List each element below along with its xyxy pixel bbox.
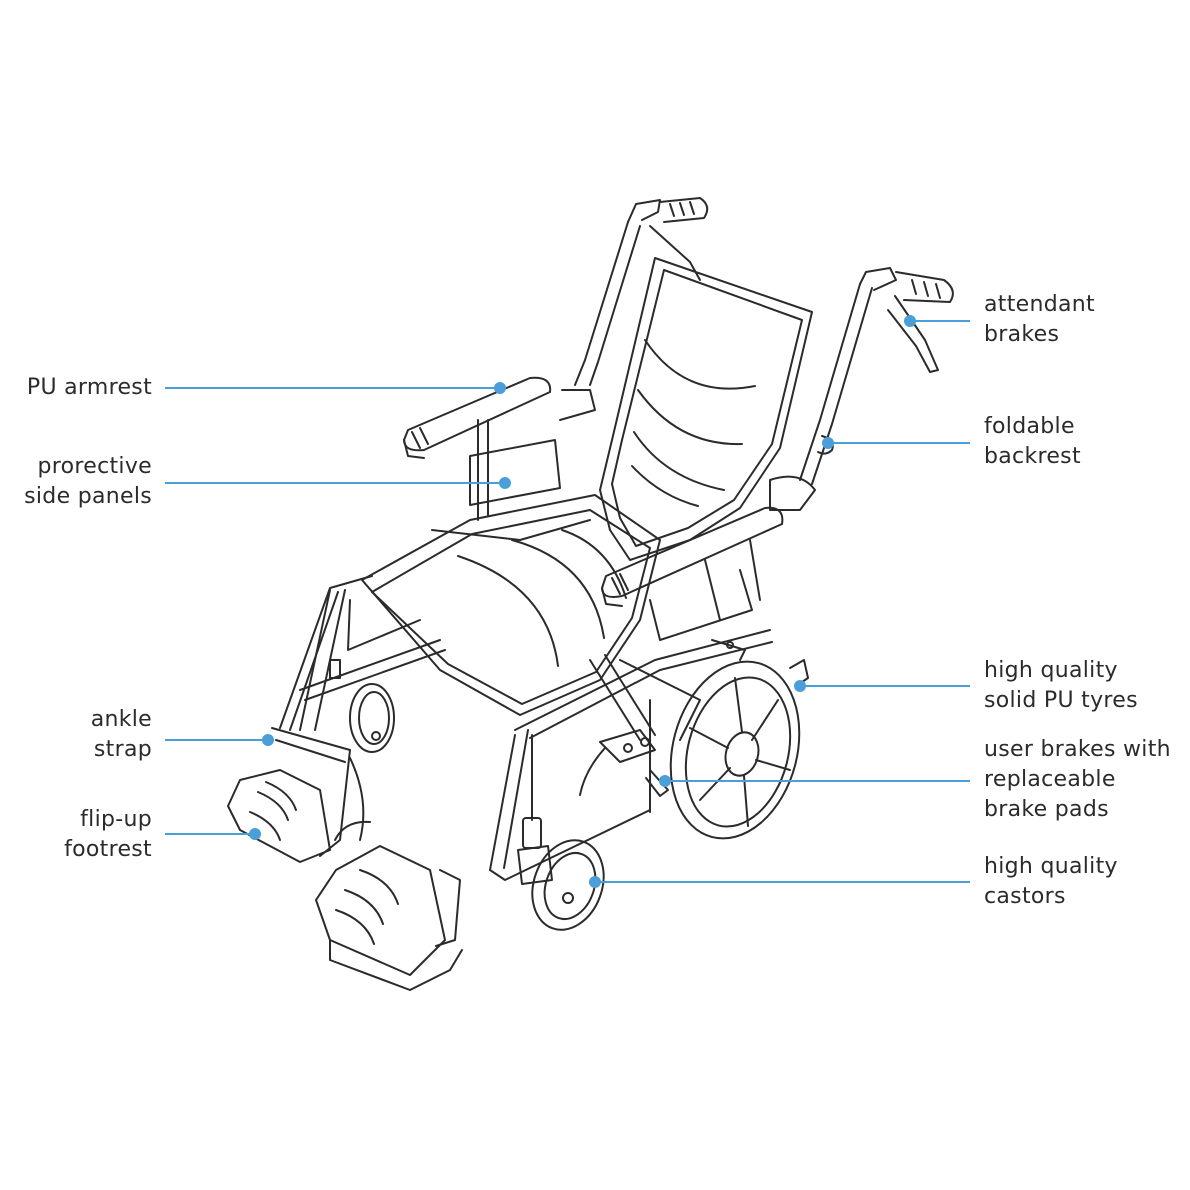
label-user-brakes: user brakes with replaceable brake pads (984, 735, 1171, 825)
label-line: prorective (37, 454, 152, 479)
label-ankle-strap: ankle strap (91, 705, 152, 765)
frame (279, 575, 773, 881)
backrest-frame (574, 197, 954, 485)
label-pu-armrest: PU armrest (27, 373, 152, 403)
label-line: PU armrest (26, 375, 152, 400)
label-line: side panels (24, 484, 152, 509)
callout-dot-side-panels (499, 477, 511, 489)
left-armrest (403, 376, 596, 521)
label-line: backrest (984, 444, 1081, 469)
right-armrest (601, 475, 816, 661)
seat (361, 494, 661, 716)
label-line: foldable (984, 414, 1075, 439)
label-line: attendant (984, 292, 1095, 317)
left-rear-wheel (349, 683, 395, 753)
callout-dot-footrest (249, 828, 261, 840)
callout-dot-pu-armrest (494, 382, 506, 394)
label-backrest: foldable backrest (984, 412, 1081, 472)
label-line: brakes (984, 322, 1060, 347)
callout-dot-user-brakes (659, 775, 671, 787)
label-line: brake pads (984, 797, 1109, 822)
right-footrest (315, 820, 463, 991)
label-line: strap (93, 737, 152, 762)
label-attendant-brakes: attendant brakes (984, 290, 1095, 350)
label-line: castors (984, 884, 1066, 909)
callout-dot-attendant-brakes (904, 315, 916, 327)
callout-lines (165, 315, 970, 888)
callout-dot-castors (589, 876, 601, 888)
label-line: solid PU tyres (984, 688, 1138, 713)
callout-dot-backrest (822, 437, 834, 449)
castor (517, 817, 605, 931)
label-line: high quality (984, 658, 1118, 683)
label-line: footrest (64, 837, 152, 862)
label-line: user brakes with (984, 737, 1171, 762)
label-castors: high quality castors (984, 852, 1118, 912)
right-rear-wheel (669, 659, 809, 840)
label-footrest: flip-up footrest (64, 805, 152, 865)
label-line: high quality (984, 854, 1118, 879)
label-line: ankle (90, 707, 152, 732)
label-tyres: high quality solid PU tyres (984, 656, 1138, 716)
label-line: replaceable (984, 767, 1116, 792)
backrest-upholstery (599, 257, 813, 561)
callout-dot-ankle-strap (262, 734, 274, 746)
user-brake (579, 729, 669, 797)
callout-dot-tyres (794, 680, 806, 692)
left-footrest (227, 727, 365, 863)
label-side-panels: prorective side panels (24, 452, 152, 512)
label-line: flip-up (80, 807, 152, 832)
